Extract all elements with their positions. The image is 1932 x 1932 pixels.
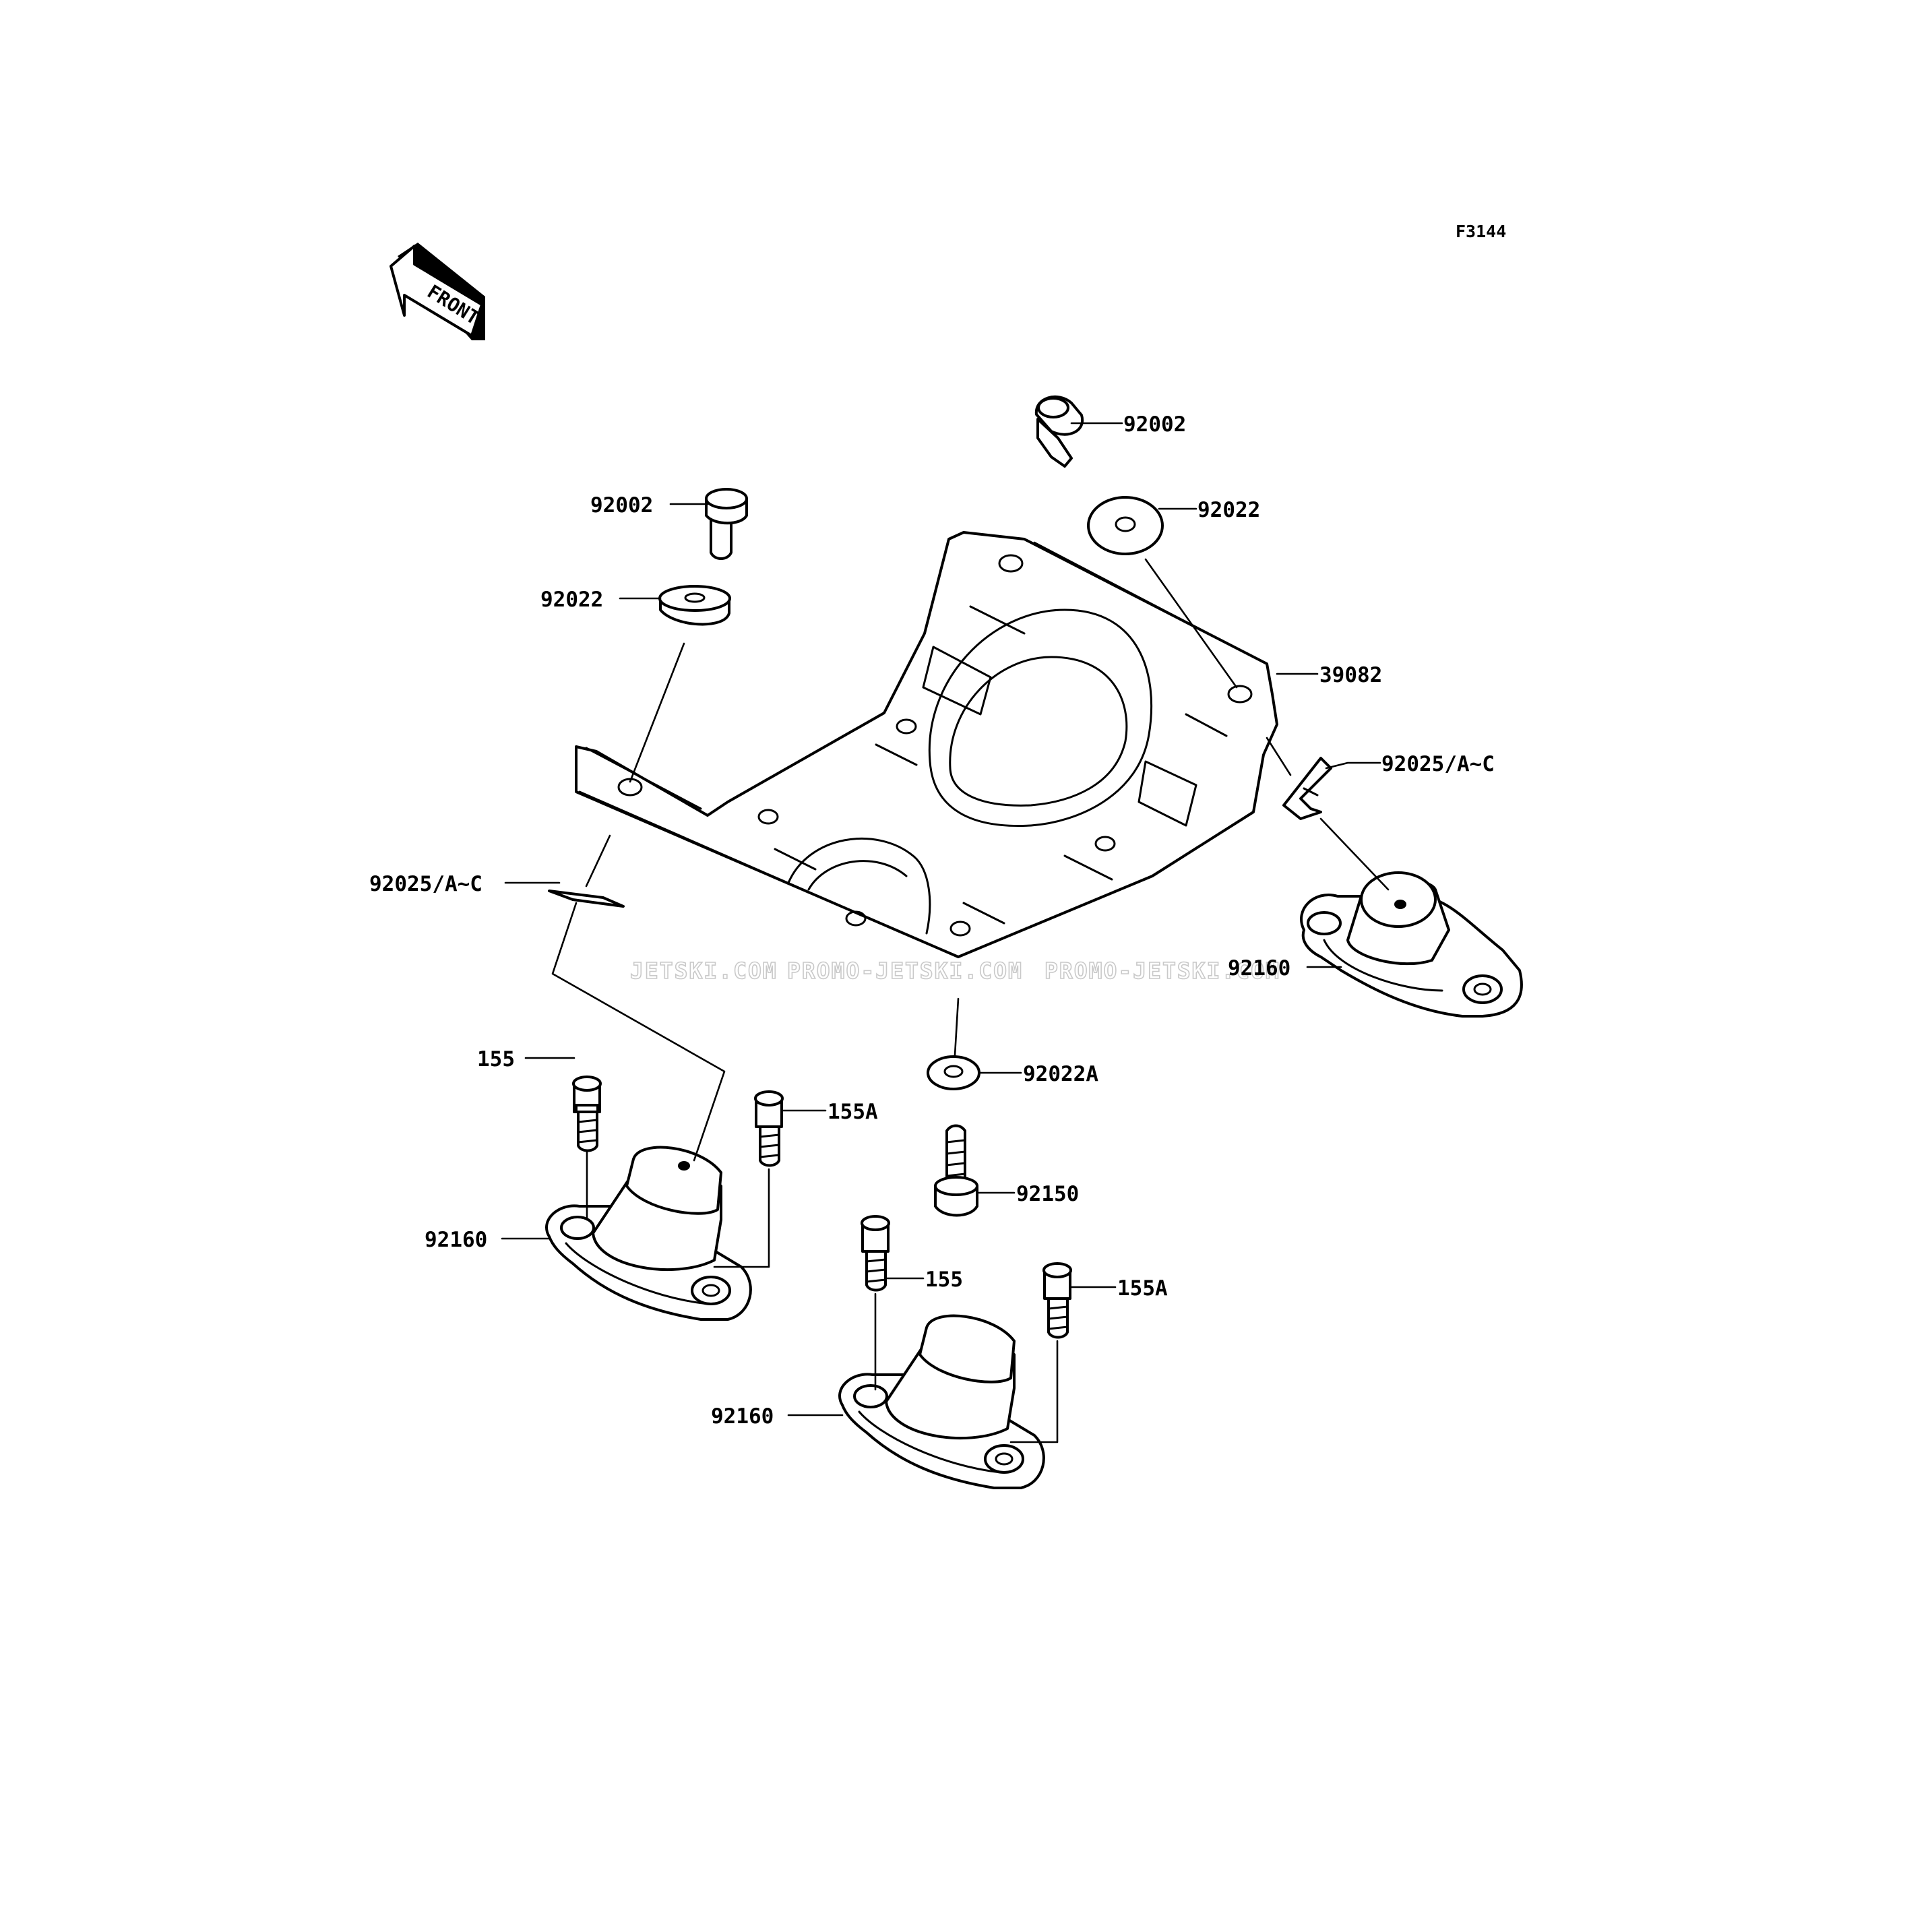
shim-92025-right [1282,757,1332,820]
svg-text:JETSKI.COM: JETSKI.COM [630,958,778,984]
callout-92002-right: 92002 [1123,412,1186,437]
assembly-lines [551,541,1390,1443]
engine-bracket [575,531,1278,958]
watermark: JETSKI.COM PROMO-JETSKI.COM PROMO-JETSKI… [629,957,1280,985]
shim-92025-left [548,890,625,908]
svg-text:PROMO-JETSKI.COM: PROMO-JETSKI.COM [1045,958,1280,984]
callout-92002-left: 92002 [590,493,653,518]
callout-155a-left: 155A [828,1100,878,1124]
callout-92160-right: 92160 [1228,956,1290,980]
bolt-155a-left [754,1090,784,1167]
callout-labels: 92002 92002 92022 92022 39082 92025/A~C … [369,412,1495,1429]
washer-92022-right [1087,496,1164,555]
callout-92025-right: 92025/A~C [1381,752,1495,776]
bolt-155-center [861,1215,890,1292]
callout-92160-center: 92160 [711,1404,774,1429]
leader-lines [501,422,1381,1416]
bolt-155a-center [1042,1262,1072,1339]
bolt-92002-left [705,488,748,560]
callout-92150: 92150 [1016,1182,1079,1206]
callout-92022-right: 92022 [1197,498,1260,522]
svg-text:PROMO-JETSKI.COM: PROMO-JETSKI.COM [787,958,1023,984]
callout-92022a: 92022A [1023,1062,1098,1086]
callout-92022-left: 92022 [540,588,603,612]
washer-92022-left [658,585,731,626]
callout-92025-left: 92025/A~C [369,872,482,896]
engine-mount-92160-left [545,1146,752,1321]
callout-155-center: 155 [925,1268,963,1292]
bolt-155-left [572,1076,602,1152]
washer-92022a [927,1055,980,1090]
engine-mount-92160-center [838,1314,1045,1489]
callout-92160-left: 92160 [425,1228,487,1252]
stud-92150 [934,1124,978,1217]
engine-mount-92160-right [1300,871,1523,1018]
callout-155a-center: 155A [1117,1276,1168,1301]
callout-155-left: 155 [477,1047,515,1071]
figure-code: F3144 [1456,222,1506,241]
bolt-92002-right [1034,396,1084,468]
callout-39082: 39082 [1319,663,1382,687]
front-arrow-icon: FRONT [389,243,485,340]
